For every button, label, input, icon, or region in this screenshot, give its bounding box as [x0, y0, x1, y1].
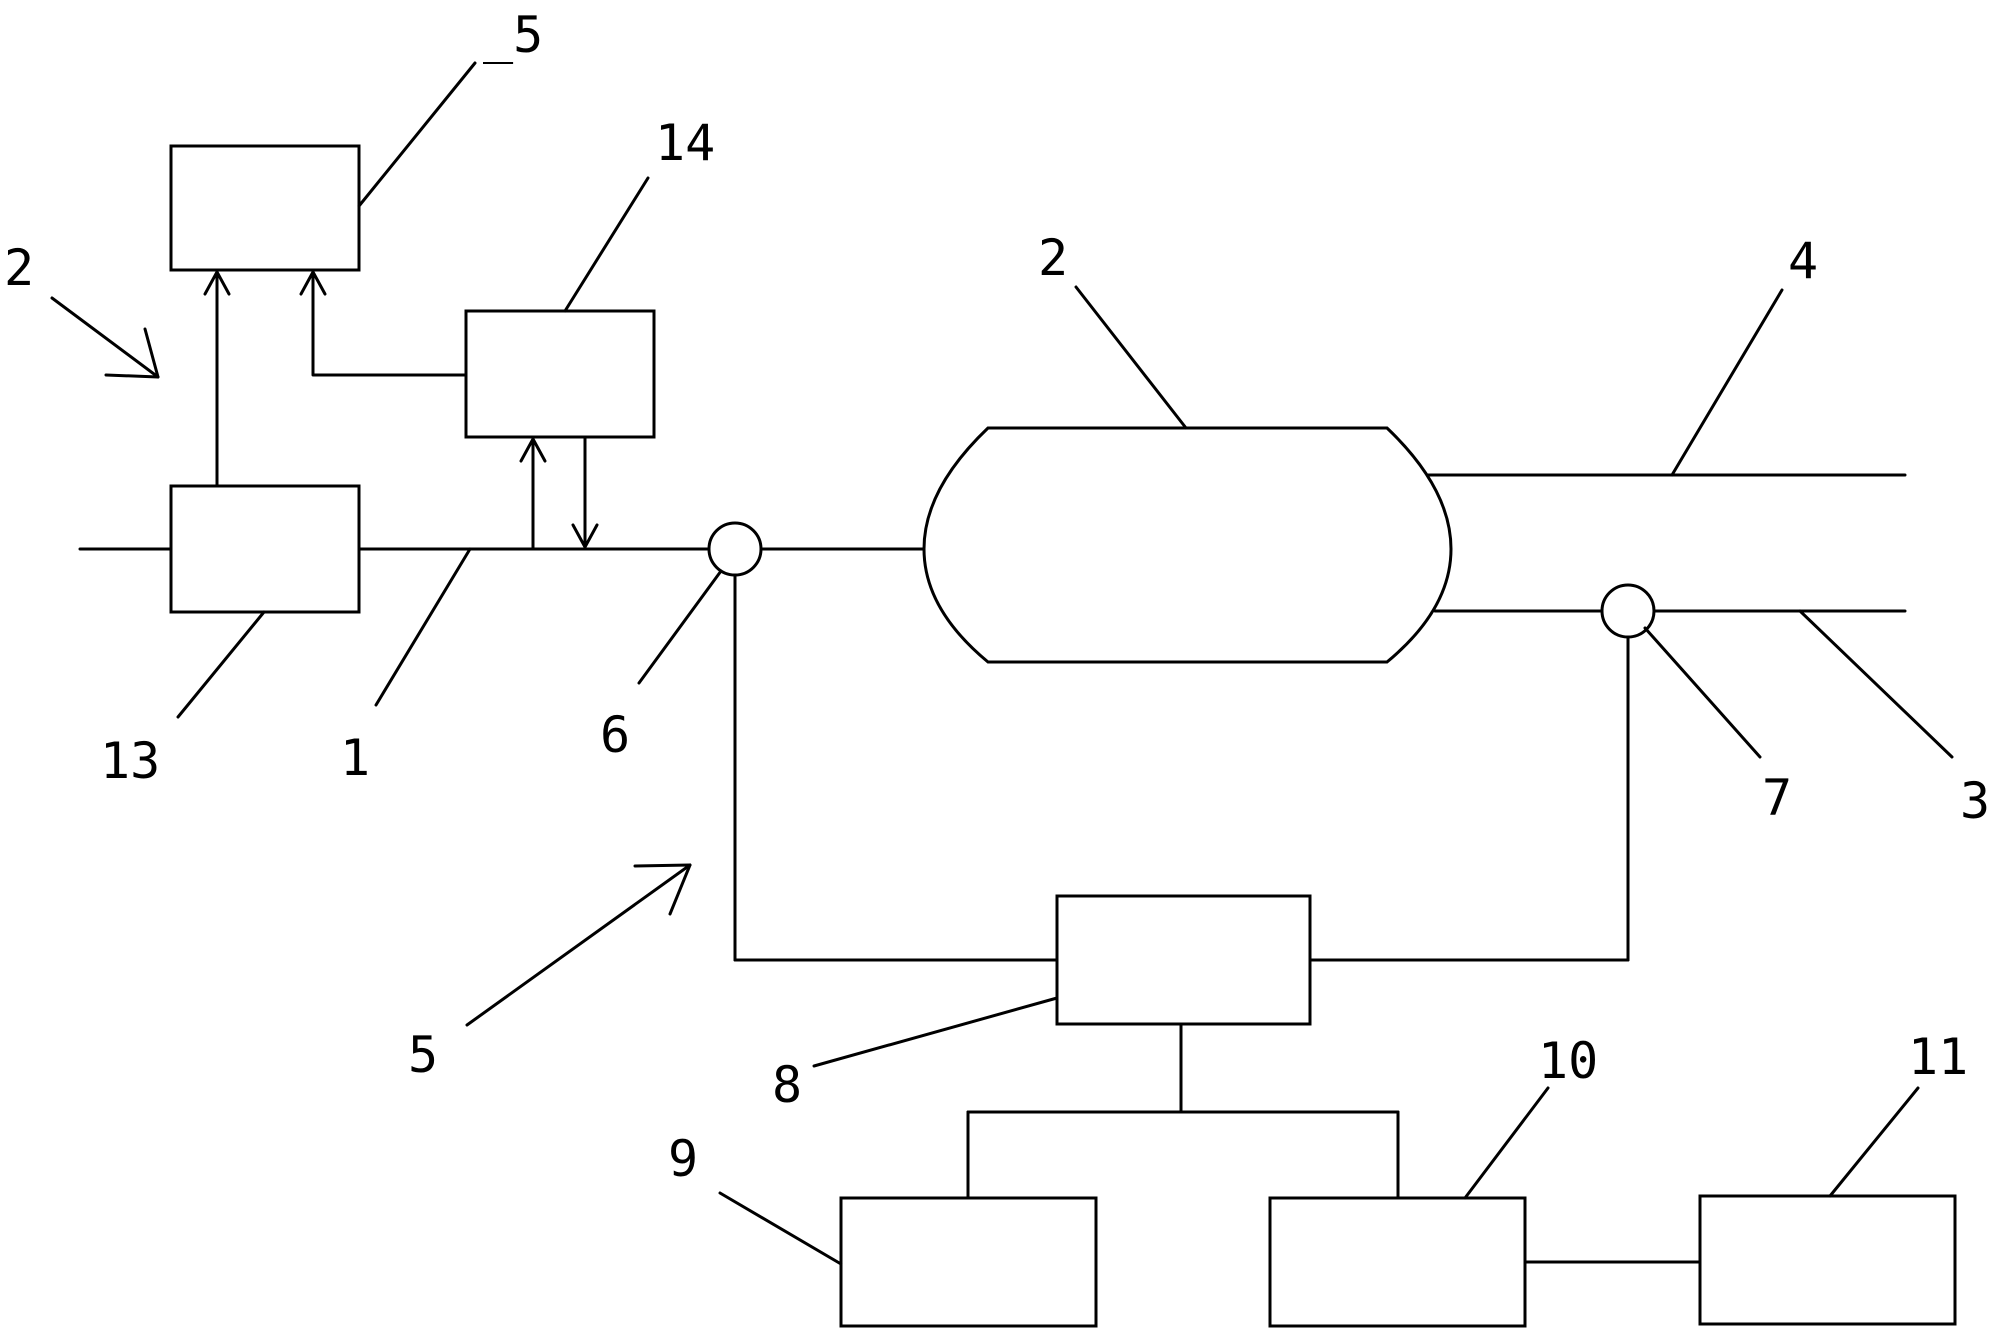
arrowhead-14-to-15	[299, 270, 327, 296]
leader-line-tank-2	[1074, 285, 1188, 430]
arrowhead-14-to-line	[571, 523, 599, 549]
arrowhead-line-to-14	[519, 437, 547, 463]
block-10	[1268, 1196, 1527, 1328]
leader-line-3	[1798, 609, 1954, 759]
leader-line-13	[176, 610, 266, 719]
label-14: 14	[655, 114, 715, 172]
label-arrow-5: 5	[408, 1026, 438, 1084]
leader-line-4	[1670, 288, 1784, 477]
label-9: 9	[668, 1130, 698, 1188]
leader-line-8	[812, 996, 1059, 1068]
label-tank-2: 2	[1038, 229, 1068, 287]
label-4: 4	[1788, 232, 1818, 290]
block-15	[169, 144, 361, 272]
label-7: 7	[1762, 769, 1792, 827]
label-arrow-12: 2	[4, 239, 34, 297]
pointer-arrow-5	[465, 863, 692, 1027]
pointer-arrowhead-5	[633, 863, 692, 916]
label-1: 1	[340, 729, 370, 787]
block-13	[169, 484, 361, 614]
block-8	[1055, 894, 1312, 1026]
block-9	[839, 1196, 1098, 1328]
label-13: 13	[100, 732, 160, 790]
arrowhead-13-to-15	[203, 270, 231, 296]
block-14	[464, 309, 656, 439]
label-6: 6	[600, 706, 630, 764]
leader-line-15	[357, 61, 477, 208]
block-11	[1698, 1194, 1957, 1326]
leader-line-9	[718, 1191, 843, 1266]
leader-line-7	[1643, 626, 1762, 759]
label-10: 10	[1538, 1032, 1598, 1090]
pointer-arrow-12	[50, 296, 160, 379]
tank-2	[922, 426, 1453, 664]
leader-line-10	[1463, 1086, 1550, 1200]
label-8: 8	[772, 1056, 802, 1114]
pointer-arrowhead-12	[104, 327, 160, 379]
label-15: _5	[483, 6, 543, 64]
label-3: 3	[1960, 772, 1990, 830]
connector-14-to-15	[311, 270, 468, 377]
leader-line-1	[374, 547, 472, 707]
label-11: 11	[1908, 1028, 1968, 1086]
sensor-6	[707, 521, 763, 577]
leader-line-6	[637, 569, 723, 685]
leader-line-14	[563, 176, 650, 313]
leader-line-11	[1828, 1086, 1920, 1198]
